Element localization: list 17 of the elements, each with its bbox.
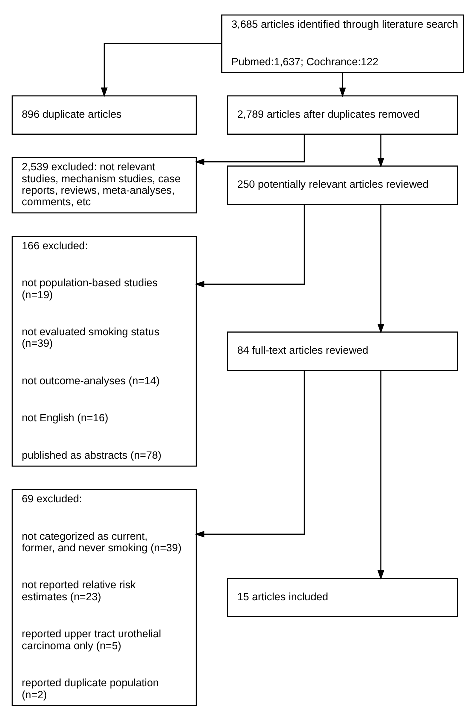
node-box: 3,685 articles identified through literature search Pubmed:1,637; Cochrance:122 (222, 14, 464, 74)
arrow (194, 205, 306, 288)
arrow (378, 370, 384, 580)
node-box: 84 full-text articles reviewed (227, 332, 458, 372)
arrow (378, 204, 384, 334)
node-box: 2,789 articles after duplicates removed (227, 96, 458, 135)
node-box: 896 duplicate articles (12, 96, 198, 135)
arrow (339, 72, 346, 98)
node-box: 15 articles included (227, 578, 458, 618)
arrow (101, 43, 222, 98)
arrow (378, 134, 384, 168)
node-box: 250 potentially relevant articles reviewed (227, 166, 458, 206)
node-box: 69 excluded: not categorized as current, former, and never smoking (n=39) not reported relative risk estimates (n=23) reported upper tract urothelial carcinoma only (n=5) reported duplicate population (n=2) (12, 489, 198, 706)
node-box: 166 excluded: not population-based studies (n=19) not evaluated smoking status (n=39) not outcome-analyses (n=14) not English (n=16) published as abstracts (n=78) (12, 236, 198, 467)
arrow (194, 370, 306, 538)
arrow (194, 134, 306, 166)
node-box: 2,539 excluded: not relevant studies, mechanism studies, case reports, reviews, meta-analyses, comments, etc (12, 157, 198, 214)
